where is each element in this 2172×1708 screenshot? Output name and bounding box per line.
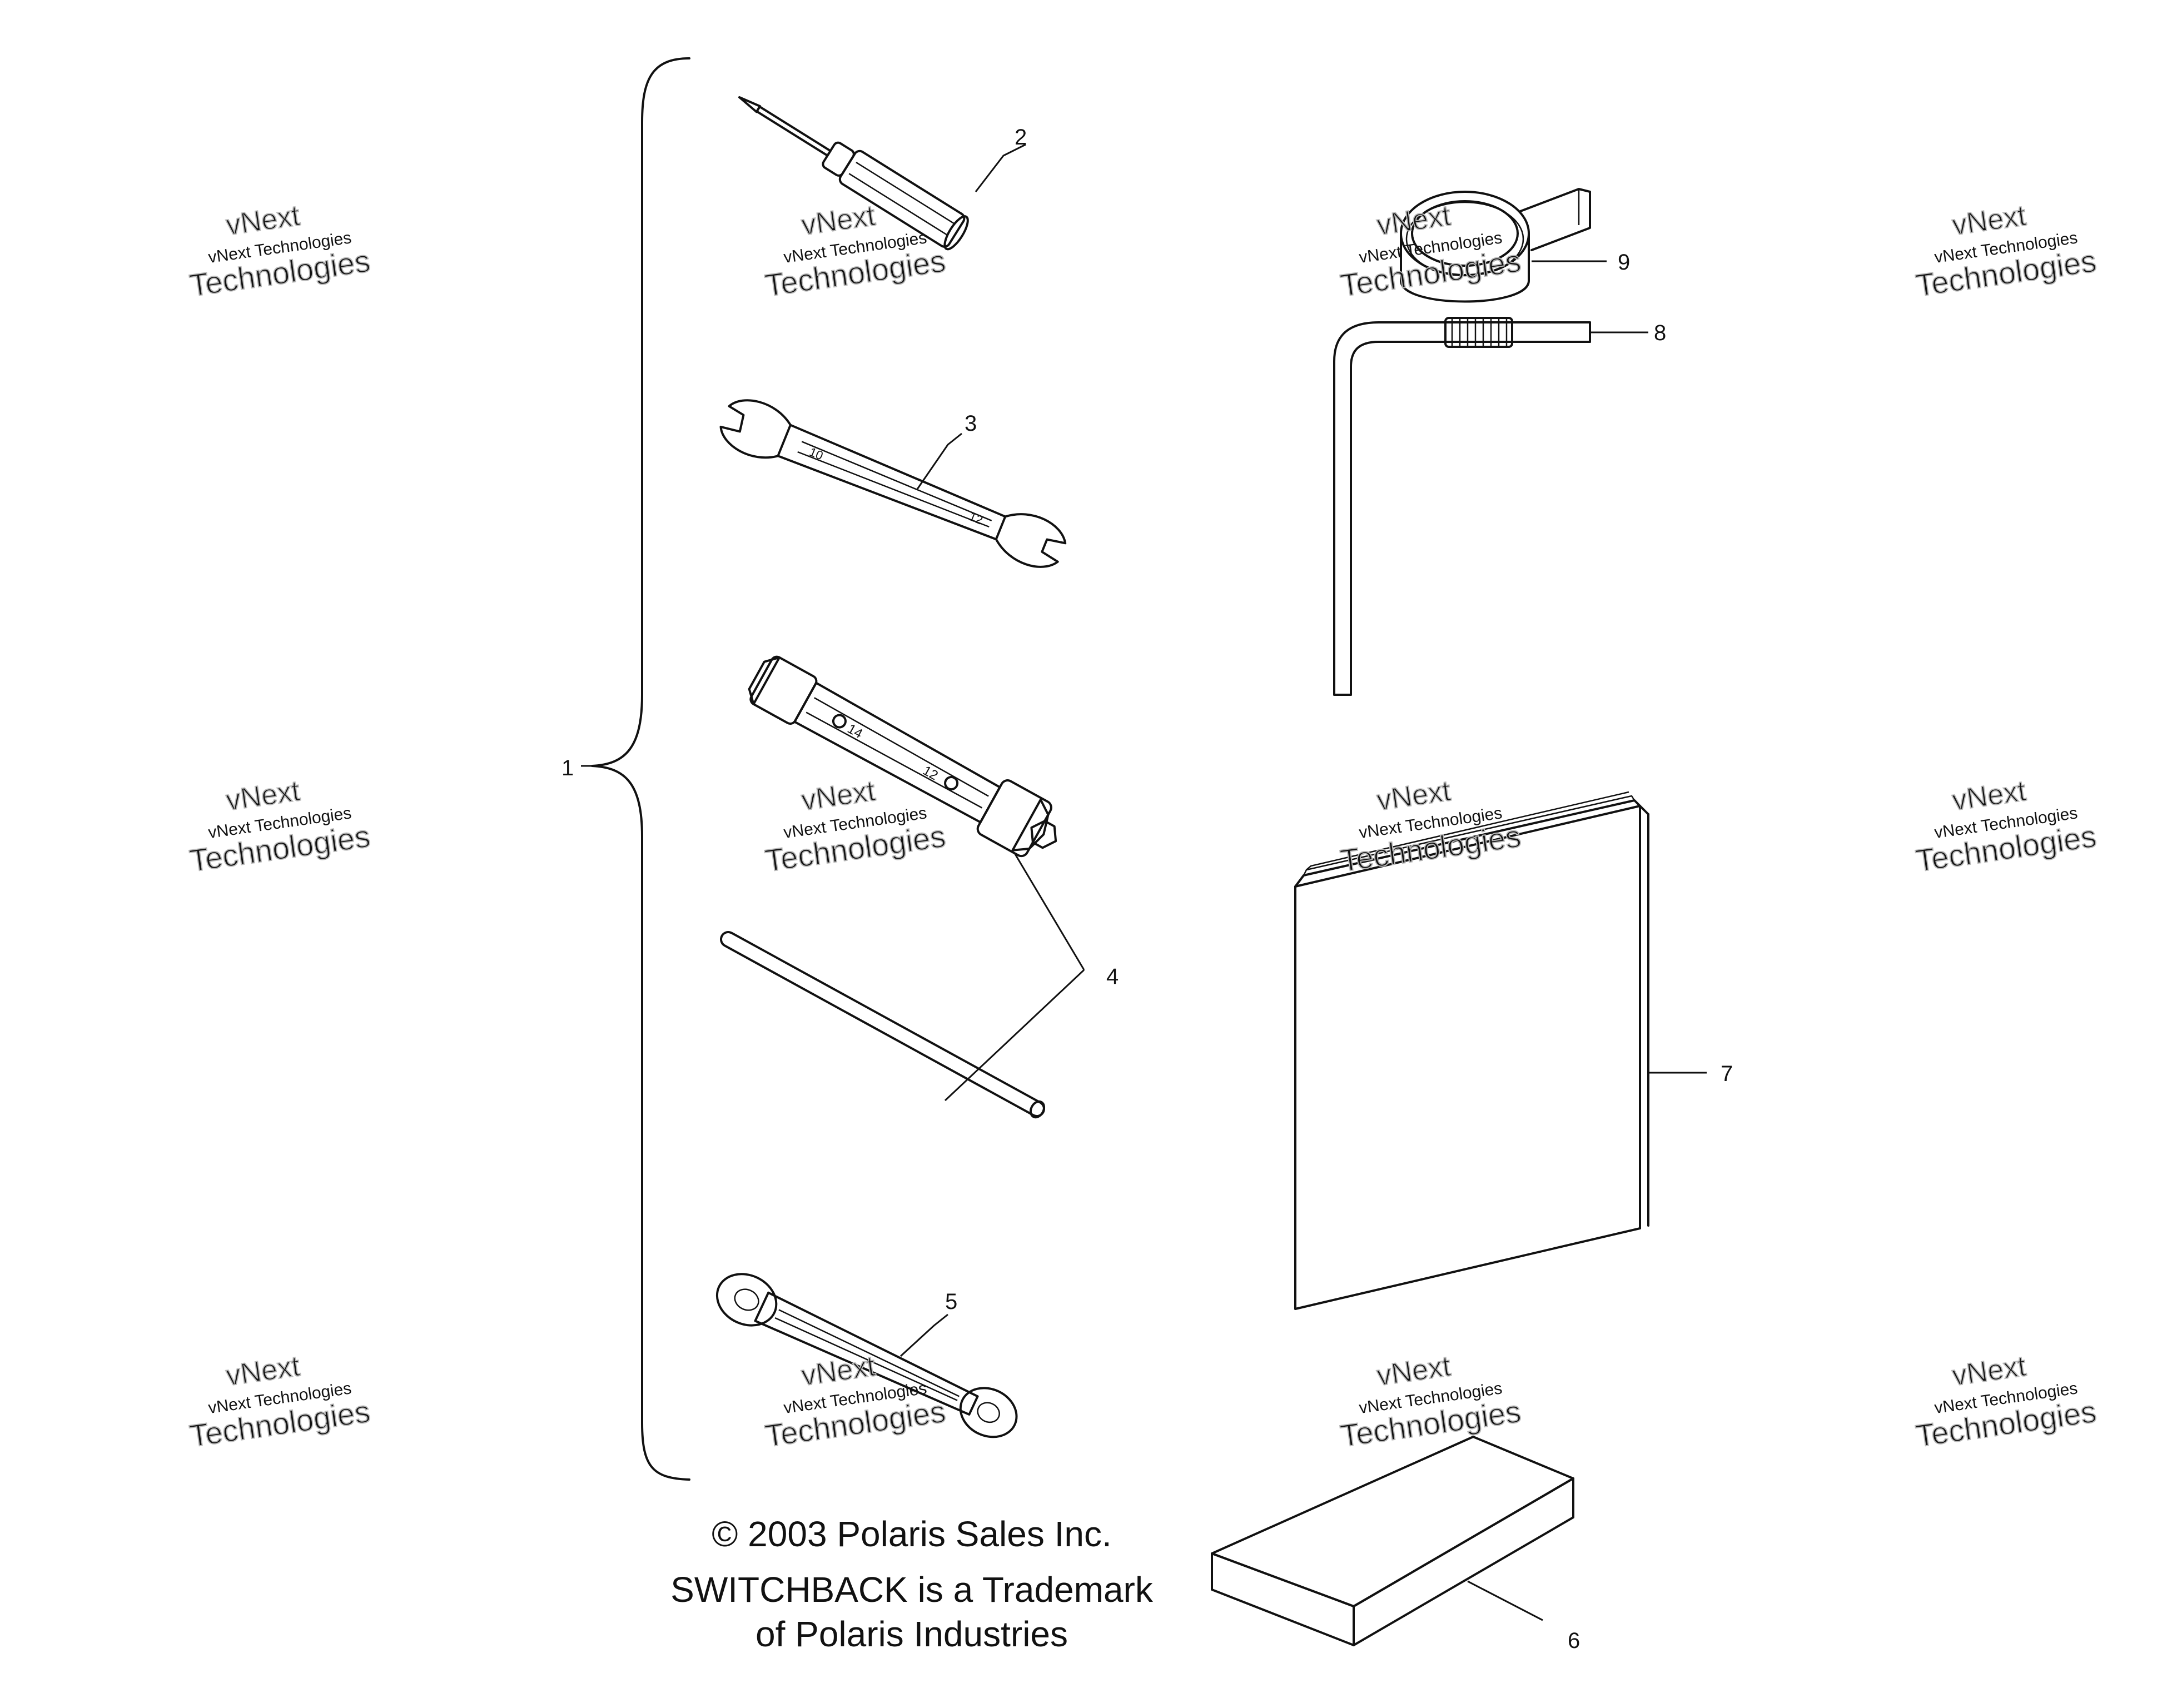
svg-text:vNext: vNext [799, 1350, 877, 1392]
svg-text:vNext: vNext [224, 1350, 302, 1392]
manual-booklet-icon [1294, 791, 1649, 1310]
screwdriver-icon [738, 96, 969, 251]
wrench-size-top: 10 [807, 445, 825, 462]
callout-1: 1 [561, 756, 574, 780]
box-wrench-icon [715, 1273, 1018, 1438]
watermark: vNext vNext Technologies Technologies [1913, 199, 2099, 303]
svg-text:vNext: vNext [1375, 200, 1453, 242]
callout-5: 5 [945, 1289, 957, 1314]
svg-text:vNext: vNext [799, 200, 877, 242]
copyright-notice: © 2003 Polaris Sales Inc. [612, 1512, 1212, 1556]
watermark: vNext vNext Technologies Technologies [1913, 1350, 2099, 1454]
callout-2: 2 [1015, 125, 1027, 150]
trademark-notice: SWITCHBACK is a Trademark of Polaris Ind… [612, 1567, 1212, 1656]
tool-pouch-icon [1211, 1436, 1574, 1646]
watermark: vNext vNext Technologies Technologies [762, 774, 948, 879]
socket-size-bottom: 12 [920, 763, 940, 784]
watermark: vNext vNext Technologies Technologies [1338, 1350, 1523, 1454]
svg-text:vNext: vNext [1950, 775, 2028, 817]
trademark-line-1: SWITCHBACK is a Trademark [670, 1570, 1153, 1610]
callout-4: 4 [1106, 964, 1119, 989]
copyright-text: © 2003 Polaris Sales Inc. [712, 1514, 1112, 1554]
trademark-line-2: of Polaris Industries [755, 1614, 1068, 1654]
watermark: vNext vNext Technologies Technologies [187, 774, 372, 879]
svg-text:vNext: vNext [224, 775, 302, 817]
group-brace [591, 57, 690, 1481]
watermark: vNext vNext Technologies Technologies [187, 199, 372, 303]
watermark: vNext vNext Technologies Technologies [1913, 774, 2099, 879]
tommy-bar-icon [720, 931, 1046, 1119]
callout-9: 9 [1618, 250, 1630, 275]
svg-text:vNext: vNext [224, 200, 302, 242]
svg-text:vNext: vNext [1375, 1350, 1453, 1392]
svg-text:vNext: vNext [1950, 200, 2028, 242]
watermark: vNext vNext Technologies Technologies [1338, 774, 1523, 879]
watermark: vNext vNext Technologies Technologies [762, 199, 948, 303]
watermark: vNext vNext Technologies Technologies [187, 1350, 372, 1454]
callout-7: 7 [1721, 1062, 1733, 1086]
svg-text:vNext: vNext [1950, 1350, 2028, 1392]
callout-3: 3 [965, 411, 977, 436]
svg-text:vNext: vNext [799, 775, 877, 817]
strap-icon [1400, 188, 1591, 303]
open-end-wrench-icon: 10 12 [719, 399, 1067, 568]
callout-6: 6 [1568, 1629, 1580, 1653]
hex-key-icon [1333, 317, 1591, 696]
callout-8: 8 [1654, 321, 1666, 345]
watermark: vNext vNext Technologies Technologies [762, 1350, 948, 1454]
svg-text:vNext: vNext [1375, 775, 1453, 817]
